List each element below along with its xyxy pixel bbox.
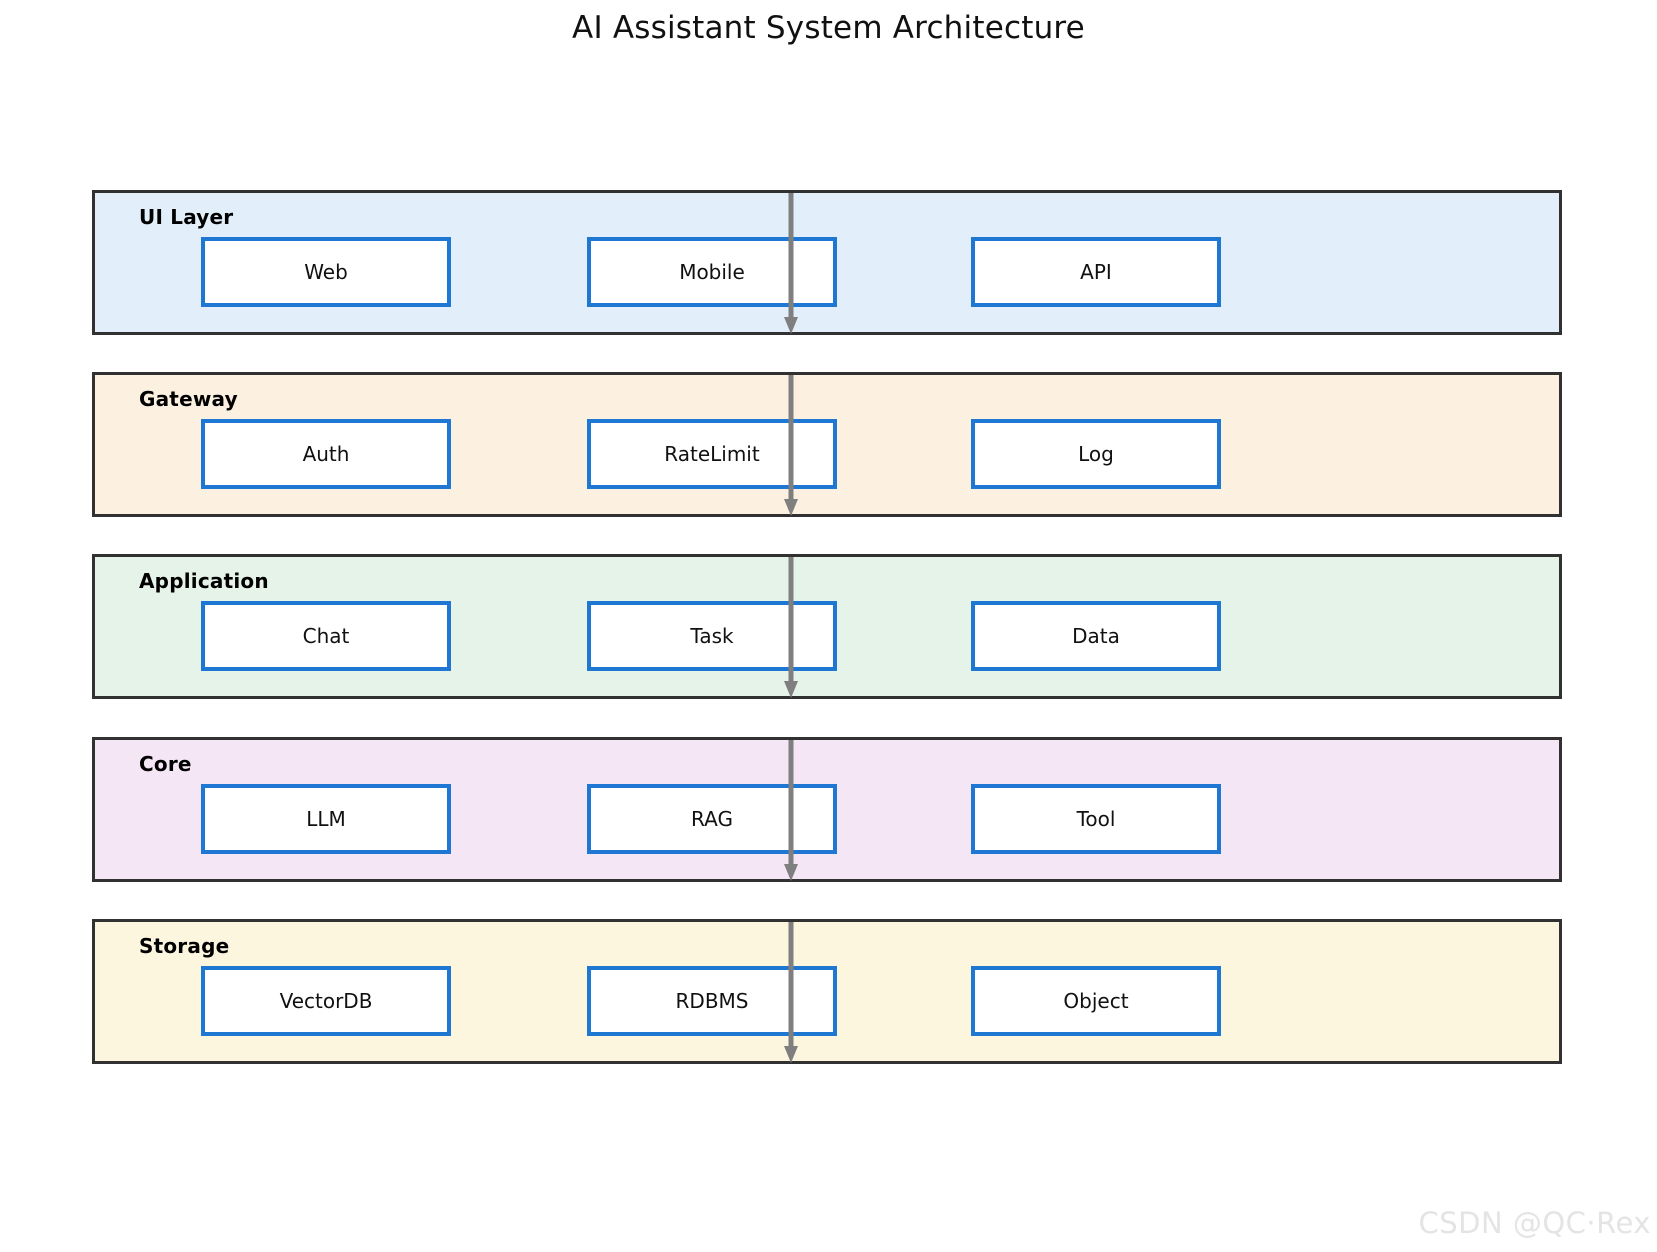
- component-node[interactable]: Web: [201, 237, 451, 307]
- component-node[interactable]: Task: [587, 601, 837, 671]
- component-node-label: API: [1080, 260, 1112, 284]
- watermark-label: CSDN @QC·Rex: [1418, 1206, 1651, 1240]
- component-node-label: Task: [690, 624, 734, 648]
- component-node-label: Object: [1063, 989, 1129, 1013]
- component-node[interactable]: LLM: [201, 784, 451, 854]
- component-node[interactable]: Mobile: [587, 237, 837, 307]
- page-title: AI Assistant System Architecture: [572, 10, 1085, 46]
- component-node-label: VectorDB: [279, 989, 373, 1013]
- component-node-label: LLM: [306, 807, 346, 831]
- component-node[interactable]: RateLimit: [587, 419, 837, 489]
- layer-label: Gateway: [139, 387, 238, 411]
- component-node[interactable]: Log: [971, 419, 1221, 489]
- component-node-label: RateLimit: [664, 442, 760, 466]
- component-node-label: Log: [1078, 442, 1114, 466]
- component-node-label: RDBMS: [675, 989, 749, 1013]
- component-node[interactable]: Tool: [971, 784, 1221, 854]
- layer-label: Application: [139, 569, 269, 593]
- component-node[interactable]: Chat: [201, 601, 451, 671]
- component-node-label: Chat: [302, 624, 350, 648]
- component-node[interactable]: Auth: [201, 419, 451, 489]
- layer-label: Core: [139, 752, 192, 776]
- layer-label: Storage: [139, 934, 230, 958]
- layer-label: UI Layer: [139, 205, 234, 229]
- component-node-label: Data: [1072, 624, 1120, 648]
- component-node-label: Mobile: [679, 260, 745, 284]
- component-node-label: RAG: [691, 807, 733, 831]
- component-node[interactable]: RAG: [587, 784, 837, 854]
- component-node[interactable]: API: [971, 237, 1221, 307]
- component-node[interactable]: RDBMS: [587, 966, 837, 1036]
- component-node[interactable]: Object: [971, 966, 1221, 1036]
- component-node[interactable]: VectorDB: [201, 966, 451, 1036]
- component-node[interactable]: Data: [971, 601, 1221, 671]
- component-node-label: Web: [304, 260, 348, 284]
- component-node-label: Tool: [1076, 807, 1116, 831]
- component-node-label: Auth: [302, 442, 350, 466]
